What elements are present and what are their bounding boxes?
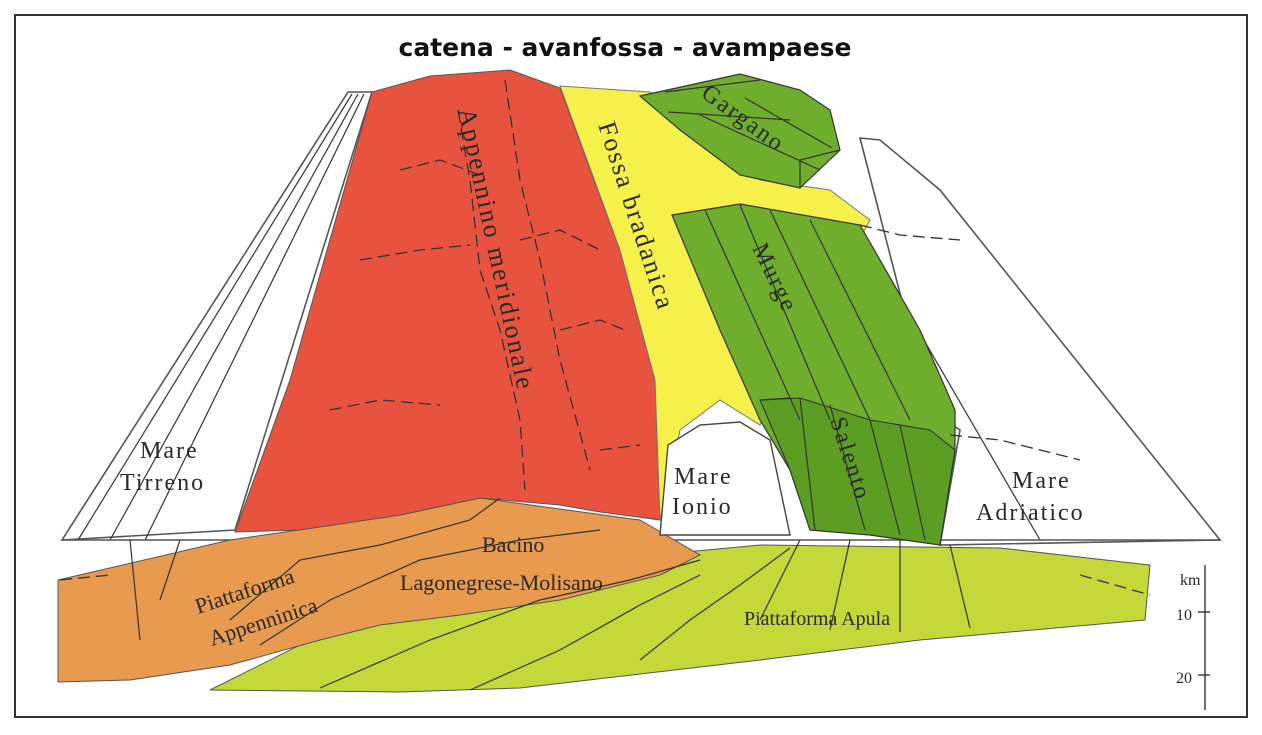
label-mare-tirreno-1: Mare: [140, 438, 199, 464]
label-bacino-1: Bacino: [482, 532, 544, 557]
label-piattaforma-apula: Piattaforma Apula: [744, 608, 890, 630]
scale-unit: km: [1180, 572, 1201, 589]
diagram-title: catena - avanfossa - avampaese: [399, 33, 852, 62]
label-bacino-2: Lagonegrese-Molisano: [400, 570, 603, 595]
scale-tick-10: 10: [1176, 607, 1192, 624]
label-mare-ionio-1: Mare: [674, 464, 733, 490]
depth-scale: km 10 20: [1176, 565, 1210, 710]
label-mare-ionio-2: Ionio: [672, 494, 733, 520]
label-mare-adriatico-1: Mare: [1012, 468, 1071, 494]
label-mare-adriatico-2: Adriatico: [976, 500, 1085, 526]
label-mare-tirreno-2: Tirreno: [120, 470, 205, 496]
scale-tick-20: 20: [1176, 670, 1192, 687]
